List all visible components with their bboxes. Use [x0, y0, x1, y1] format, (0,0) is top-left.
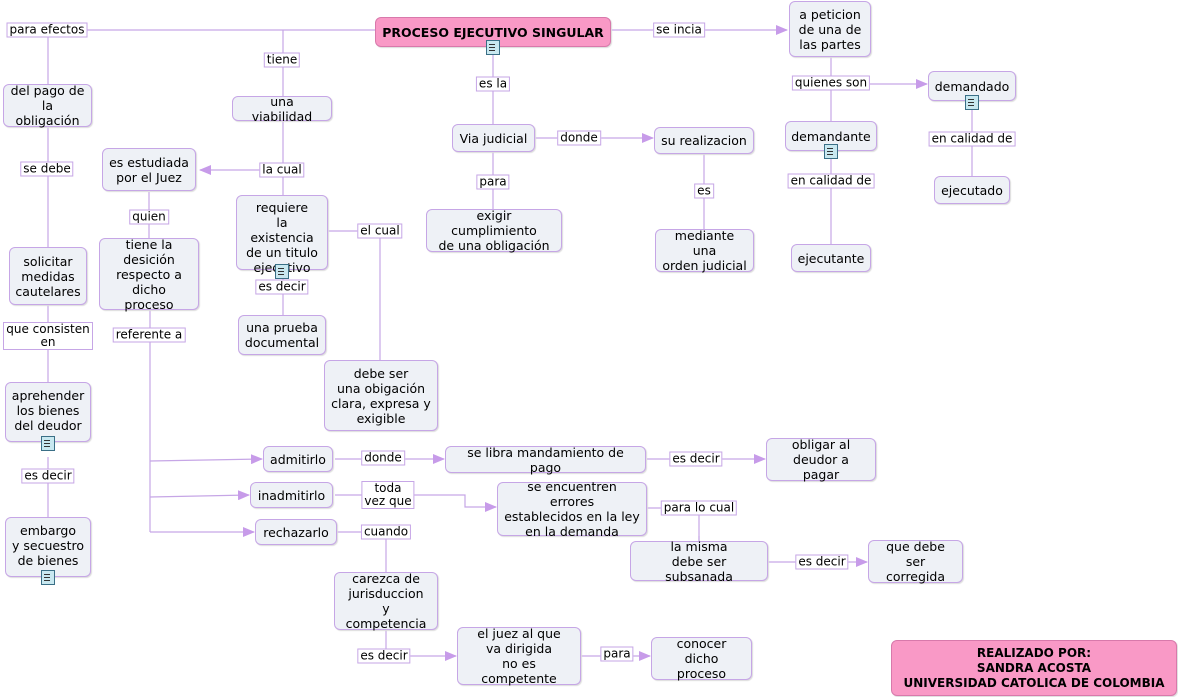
link-label: en calidad de [928, 131, 1016, 147]
document-icon[interactable] [965, 95, 979, 110]
node-admitirlo[interactable]: admitirlo [263, 446, 333, 472]
link-label: para efectos [6, 22, 88, 38]
node-rechazarlo[interactable]: rechazarlo [255, 519, 337, 545]
node-medidas[interactable]: solicitar medidas cautelares [9, 247, 87, 305]
link-label: el cual [357, 223, 403, 239]
document-icon[interactable] [486, 40, 500, 55]
node-medidas-label: solicitar medidas cautelares [15, 253, 81, 299]
node-ejecutado-label: ejecutado [941, 182, 1003, 198]
node-viabilidad[interactable]: una viabilidad [232, 93, 332, 124]
node-ejecutante-label: ejecutante [797, 250, 865, 266]
node-errores-label: se encuentren errores establecidos en la… [504, 479, 640, 539]
node-pago-label: del pago de la obligación [10, 83, 85, 128]
node-aprehender[interactable]: aprehender los bienes del deudor [5, 382, 91, 442]
node-realizacion-label: su realizacion [661, 133, 747, 148]
node-mandamiento-label: se libra mandamiento de pago [467, 444, 624, 475]
node-aprehender-label: aprehender los bienes del deudor [11, 388, 85, 433]
node-carezca[interactable]: carezca de jurisduccion y competencia [334, 571, 438, 631]
node-debe-ser-label: debe ser una obigación clara, expresa y … [331, 365, 431, 426]
credit-box: REALIZADO POR: SANDRA ACOSTA UNIVERSIDAD… [891, 640, 1177, 696]
node-prueba-label: una prueba documental [244, 320, 320, 350]
node-estudiada[interactable]: es estudiada por el Juez [102, 148, 196, 191]
link-label: es decir [255, 279, 309, 295]
node-subsanada[interactable]: la misma debe ser subsanada [630, 538, 768, 584]
node-embargo-label: embargo y secuestro de bienes [12, 523, 84, 568]
link-label: cuando [360, 524, 412, 540]
node-obligar-label: obligar al deudor a pagar [791, 437, 851, 482]
node-subsanada-label: la misma debe ser subsanada [665, 538, 733, 584]
link-label: es decir [357, 648, 411, 664]
node-orden-label: mediante una orden judicial [662, 228, 747, 273]
node-orden[interactable]: mediante una orden judicial [655, 228, 754, 273]
node-corregida-label: que debe ser corregida [886, 539, 945, 584]
link-label: es decir [795, 554, 849, 570]
node-via-judicial[interactable]: Via judicial [452, 124, 535, 152]
node-exigir[interactable]: exigir cumplimiento de una obligación [426, 208, 562, 253]
node-ejecutado[interactable]: ejecutado [934, 176, 1010, 204]
node-inadmitirlo-label: inadmitirlo [257, 487, 326, 503]
link-label: donde [361, 450, 405, 466]
node-pago[interactable]: del pago de la obligación [3, 83, 92, 128]
link-label: para [600, 646, 634, 662]
link-label: que consisten en [3, 322, 93, 350]
node-embargo[interactable]: embargo y secuestro de bienes [5, 517, 91, 577]
node-mandamiento[interactable]: se libra mandamiento de pago [445, 444, 646, 475]
link-label: es decir [669, 451, 723, 467]
document-icon[interactable] [41, 570, 55, 585]
link-label: es [694, 183, 714, 199]
link-label: para [476, 174, 510, 190]
node-juez[interactable]: el juez al que va dirigida no es compete… [457, 626, 581, 686]
node-juez-label: el juez al que va dirigida no es compete… [477, 626, 561, 686]
link-label: quien [129, 209, 169, 225]
node-prueba[interactable]: una prueba documental [238, 315, 326, 355]
node-via-judicial-label: Via judicial [459, 130, 528, 146]
node-peticion[interactable]: a peticion de una de las partes [789, 1, 871, 57]
node-demandado-label: demandado [934, 78, 1010, 94]
link-label: toda vez que [361, 481, 415, 509]
document-icon[interactable] [275, 264, 289, 279]
link-label: es decir [21, 468, 75, 484]
document-icon[interactable] [41, 436, 55, 451]
node-decision-label: tiene la desición respecto a dicho proce… [116, 236, 182, 312]
node-errores[interactable]: se encuentren errores establecidos en la… [497, 479, 647, 539]
node-demandante-label: demandante [791, 128, 871, 144]
credit-text: REALIZADO POR: SANDRA ACOSTA UNIVERSIDAD… [903, 645, 1165, 690]
node-estudiada-label: es estudiada por el Juez [109, 154, 189, 185]
root-title: PROCESO EJECUTIVO SINGULAR [382, 24, 604, 40]
link-label: quienes son [791, 75, 871, 91]
link-label: tiene [263, 52, 301, 68]
node-conocer-label: conocer dicho proceso [676, 636, 727, 681]
node-peticion-label: a peticion de una de las partes [798, 6, 862, 52]
link-label: se debe [20, 161, 74, 177]
node-admitirlo-label: admitirlo [270, 451, 326, 467]
node-debe-ser[interactable]: debe ser una obigación clara, expresa y … [324, 360, 438, 431]
link-label: es la [475, 76, 511, 92]
node-realizacion[interactable]: su realizacion [654, 127, 754, 154]
link-label: la cual [259, 162, 305, 178]
node-ejecutante[interactable]: ejecutante [791, 244, 871, 272]
node-inadmitirlo[interactable]: inadmitirlo [250, 482, 333, 508]
link-label: para lo cual [660, 500, 738, 516]
node-requiere[interactable]: requiere la existencia de un titulo ejec… [236, 195, 328, 275]
link-label: referente a [112, 327, 186, 343]
node-rechazarlo-label: rechazarlo [263, 524, 329, 540]
node-carezca-label: carezca de jurisduccion y competencia [345, 571, 427, 631]
node-obligar[interactable]: obligar al deudor a pagar [766, 437, 876, 482]
link-label: en calidad de [787, 173, 875, 189]
node-viabilidad-label: una viabilidad [251, 93, 313, 124]
link-label: donde [557, 130, 601, 146]
node-corregida[interactable]: que debe ser corregida [868, 539, 963, 584]
node-decision[interactable]: tiene la desición respecto a dicho proce… [99, 236, 199, 312]
document-icon[interactable] [824, 144, 838, 159]
link-label: se incia [653, 22, 705, 38]
node-exigir-label: exigir cumplimiento de una obligación [438, 208, 550, 253]
node-conocer[interactable]: conocer dicho proceso [651, 636, 752, 681]
